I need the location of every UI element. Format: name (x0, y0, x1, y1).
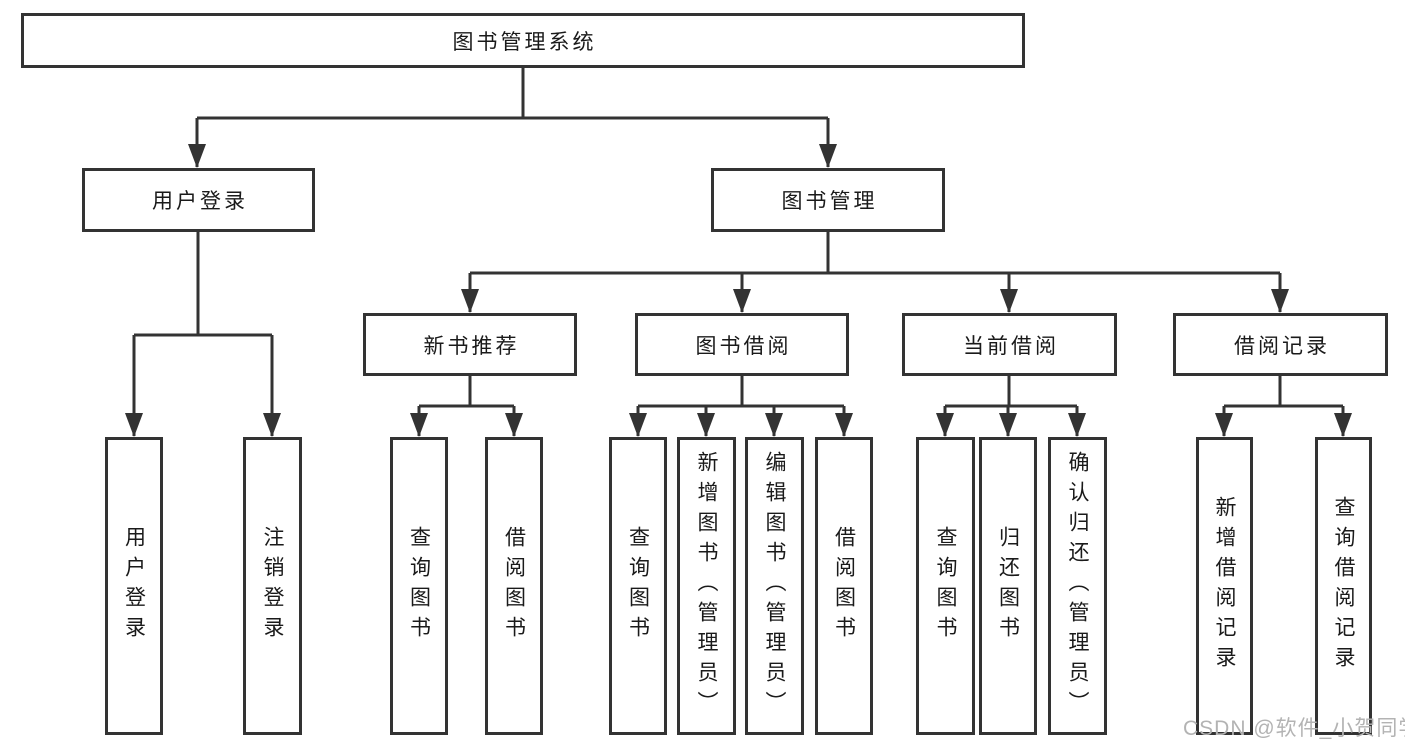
node-new-book-recommend: 新书推荐 (363, 313, 577, 376)
node-book-borrowing: 图书借阅 (635, 313, 849, 376)
node-label: 注销登录 (261, 526, 284, 646)
node-label: 新增借阅记录 (1213, 496, 1236, 676)
node-label: 图书管理 (781, 190, 878, 213)
node-leaf-records-query-record: 查询借阅记录 (1315, 437, 1372, 735)
csdn-watermark: CSDN @软件_小贺同学 (1183, 717, 1405, 740)
node-label: 确认归还（管理员） (1066, 451, 1089, 721)
node-root: 图书管理系统 (21, 13, 1025, 68)
node-label: 编辑图书（管理员） (763, 451, 786, 721)
node-borrowing-records: 借阅记录 (1173, 313, 1388, 376)
node-leaf-user-login: 用户登录 (105, 437, 163, 735)
node-leaf-recommend-query-books: 查询图书 (390, 437, 448, 735)
node-label: 借阅记录 (1234, 334, 1330, 358)
arrowhead-lines (125, 118, 1352, 437)
node-label: 借阅图书 (832, 526, 856, 646)
node-label: 当前借阅 (963, 334, 1059, 358)
node-leaf-borrowing-edit-books: 编辑图书（管理员） (745, 437, 804, 735)
node-label: 查询图书 (934, 526, 957, 646)
node-label: 图书借阅 (695, 334, 792, 358)
node-user-login: 用户登录 (82, 168, 315, 232)
node-label: 用户登录 (122, 526, 146, 646)
node-label: 用户登录 (152, 190, 248, 213)
node-leaf-borrowing-query-books: 查询图书 (609, 437, 667, 735)
node-label: 查询借阅记录 (1332, 496, 1355, 676)
node-leaf-current-return-books: 归还图书 (979, 437, 1037, 735)
node-label: 借阅图书 (502, 526, 526, 646)
node-label: 新书推荐 (423, 334, 520, 358)
node-leaf-current-confirm-return: 确认归还（管理员） (1048, 437, 1107, 735)
node-leaf-borrowing-add-books: 新增图书（管理员） (677, 437, 736, 735)
node-leaf-logout: 注销登录 (243, 437, 302, 735)
node-leaf-records-add-record: 新增借阅记录 (1196, 437, 1253, 735)
node-leaf-borrowing-borrow-books: 借阅图书 (815, 437, 873, 735)
node-current-borrowing: 当前借阅 (902, 313, 1117, 376)
node-label: 查询图书 (407, 526, 431, 646)
node-label: 查询图书 (626, 526, 650, 646)
node-leaf-recommend-borrow-books: 借阅图书 (485, 437, 543, 735)
node-leaf-current-query-books: 查询图书 (916, 437, 975, 735)
node-label: 归还图书 (996, 526, 1020, 646)
node-label: 图书管理系统 (452, 30, 597, 54)
node-book-management: 图书管理 (711, 168, 945, 232)
node-label: 新增图书（管理员） (695, 451, 718, 721)
tree-edges (125, 68, 1352, 437)
